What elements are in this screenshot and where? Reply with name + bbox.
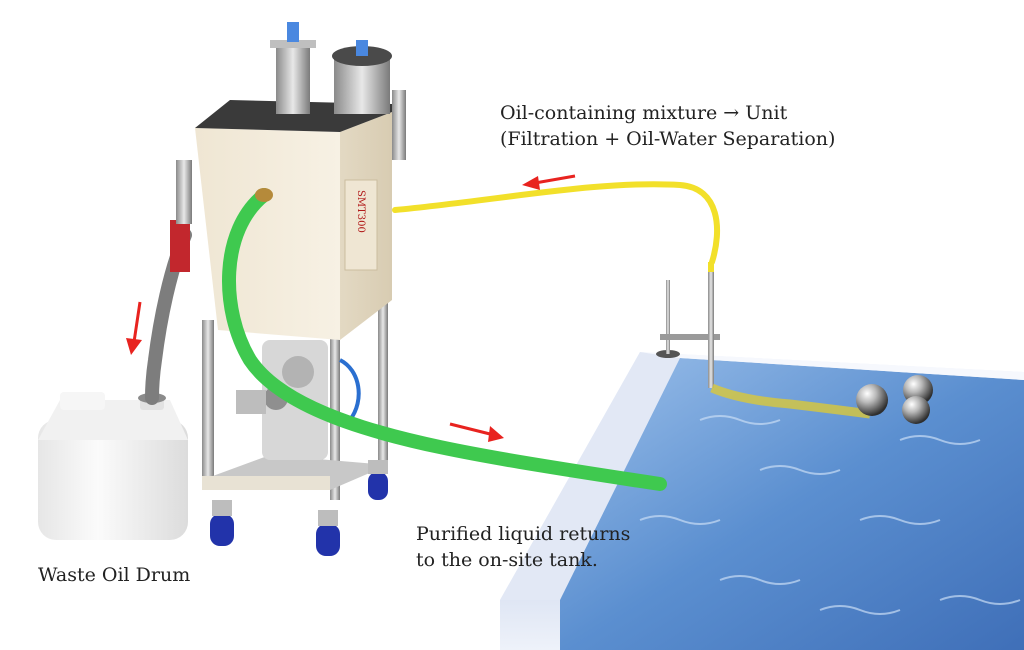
caster-wheel-icon — [368, 472, 388, 500]
skimmer-assembly — [656, 262, 933, 424]
waste-oil-drum — [38, 392, 188, 540]
caster-wheel-icon — [210, 514, 234, 546]
intake-caption: Oil-containing mixture → Unit (Filtratio… — [500, 100, 835, 152]
intake-caption-line-2: (Filtration + Oil-Water Separation) — [500, 128, 836, 150]
flow-arrows — [126, 174, 576, 442]
intake-caption-line-1: Oil-containing mixture → Unit — [500, 102, 788, 124]
arrow-icon — [126, 301, 142, 355]
float-ball-icon — [856, 384, 888, 416]
arrow-icon — [449, 422, 504, 442]
unit-model-plate: SMT300 — [355, 190, 366, 233]
drum-caption: Waste Oil Drum — [38, 564, 191, 586]
on-site-tank — [500, 352, 1024, 650]
return-caption: Purified liquid returns to the on-site t… — [416, 521, 630, 573]
tank-water — [560, 358, 1024, 650]
caster-wheels — [210, 460, 388, 556]
return-caption-line-1: Purified liquid returns — [416, 523, 631, 545]
return-caption-line-2: to the on-site tank. — [416, 549, 598, 571]
return-hose — [222, 188, 667, 491]
intake-hose — [392, 181, 720, 265]
caster-wheel-icon — [316, 524, 340, 556]
float-ball-icon — [902, 396, 930, 424]
water-ripples — [639, 415, 1021, 615]
arrow-icon — [522, 174, 576, 190]
